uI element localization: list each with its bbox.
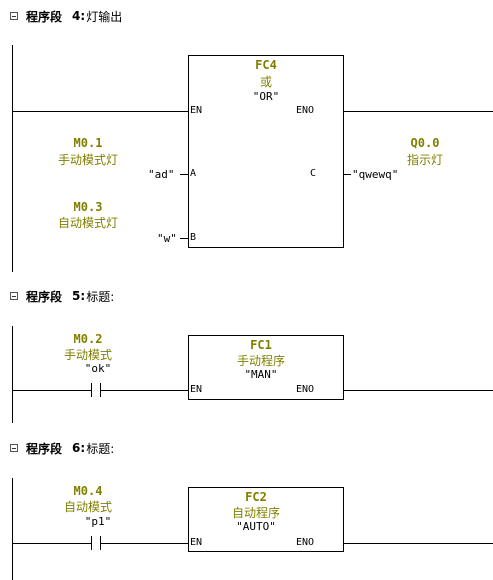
block-comment: 自动程序 xyxy=(231,506,280,520)
segment-title: 标题: xyxy=(86,289,115,304)
output-comment: 指示灯 xyxy=(406,153,443,167)
pin-en: EN xyxy=(190,537,203,548)
wire-c xyxy=(343,174,351,175)
contact-address: M0.4 xyxy=(73,484,103,498)
fc1-block[interactable] xyxy=(188,335,344,400)
pin-en: EN xyxy=(190,384,203,395)
pin-a: A xyxy=(190,168,197,179)
pin-eno: ENO xyxy=(296,105,315,116)
collapse-icon[interactable] xyxy=(10,444,18,452)
output-symbol[interactable]: "qwewq" xyxy=(352,168,399,181)
fc2-block[interactable] xyxy=(188,487,344,552)
fc4-block[interactable] xyxy=(188,55,344,248)
input-a-address: M0.1 xyxy=(73,136,103,150)
segment-number: 4 xyxy=(72,9,81,23)
wire-eno xyxy=(343,390,493,391)
wire-a xyxy=(180,174,188,175)
block-symbol: "MAN" xyxy=(244,368,278,381)
segment-colon: : xyxy=(80,9,86,23)
block-comment: 手动程序 xyxy=(236,354,285,368)
wire-eno xyxy=(343,111,493,112)
no-contact-m0-2[interactable] xyxy=(91,383,101,397)
segment-title: 灯输出 xyxy=(86,9,123,24)
segment-number: 6 xyxy=(72,441,81,455)
power-rail xyxy=(12,326,13,423)
input-b-comment: 自动模式灯 xyxy=(57,216,118,230)
no-contact-m0-4[interactable] xyxy=(91,536,101,550)
contact-comment: 手动模式 xyxy=(63,348,112,362)
segment-colon: : xyxy=(80,289,86,303)
wire-eno xyxy=(343,543,493,544)
input-b-symbol[interactable]: "w" xyxy=(157,232,177,245)
wire-en xyxy=(12,111,188,112)
segment-title: 标题: xyxy=(86,441,115,456)
segment-6-header[interactable]: 程序段 6 : 标题: xyxy=(10,440,114,456)
input-a-symbol[interactable]: "ad" xyxy=(148,168,175,181)
block-symbol: "OR" xyxy=(252,90,280,103)
pin-en: EN xyxy=(190,105,203,116)
contact-comment: 自动模式 xyxy=(63,500,112,514)
block-name: FC4 xyxy=(255,58,277,72)
block-symbol: "AUTO" xyxy=(236,520,276,533)
segment-4-header[interactable]: 程序段 4 : 灯输出 xyxy=(10,8,122,24)
input-a-comment: 手动模式灯 xyxy=(57,153,118,167)
pin-c: C xyxy=(310,168,317,179)
contact-address: M0.2 xyxy=(73,332,103,346)
segment-label: 程序段 xyxy=(26,289,63,304)
pin-b: B xyxy=(190,232,197,243)
pin-eno: ENO xyxy=(296,537,315,548)
pin-eno: ENO xyxy=(296,384,315,395)
segment-5-header[interactable]: 程序段 5 : 标题: xyxy=(10,288,114,304)
block-comment: 或 xyxy=(259,75,272,89)
segment-number: 5 xyxy=(72,289,81,303)
input-b-address: M0.3 xyxy=(73,200,103,214)
output-address: Q0.0 xyxy=(410,136,440,150)
segment-label: 程序段 xyxy=(26,441,63,456)
power-rail xyxy=(12,45,13,272)
power-rail xyxy=(12,478,13,580)
segment-label: 程序段 xyxy=(26,9,63,24)
collapse-icon[interactable] xyxy=(10,292,18,300)
collapse-icon[interactable] xyxy=(10,12,18,20)
block-name: FC1 xyxy=(250,338,272,352)
segment-colon: : xyxy=(80,441,86,455)
wire-b xyxy=(180,238,188,239)
contact-symbol[interactable]: "p1" xyxy=(84,515,112,528)
contact-symbol[interactable]: "ok" xyxy=(84,362,112,375)
block-name: FC2 xyxy=(245,490,267,504)
